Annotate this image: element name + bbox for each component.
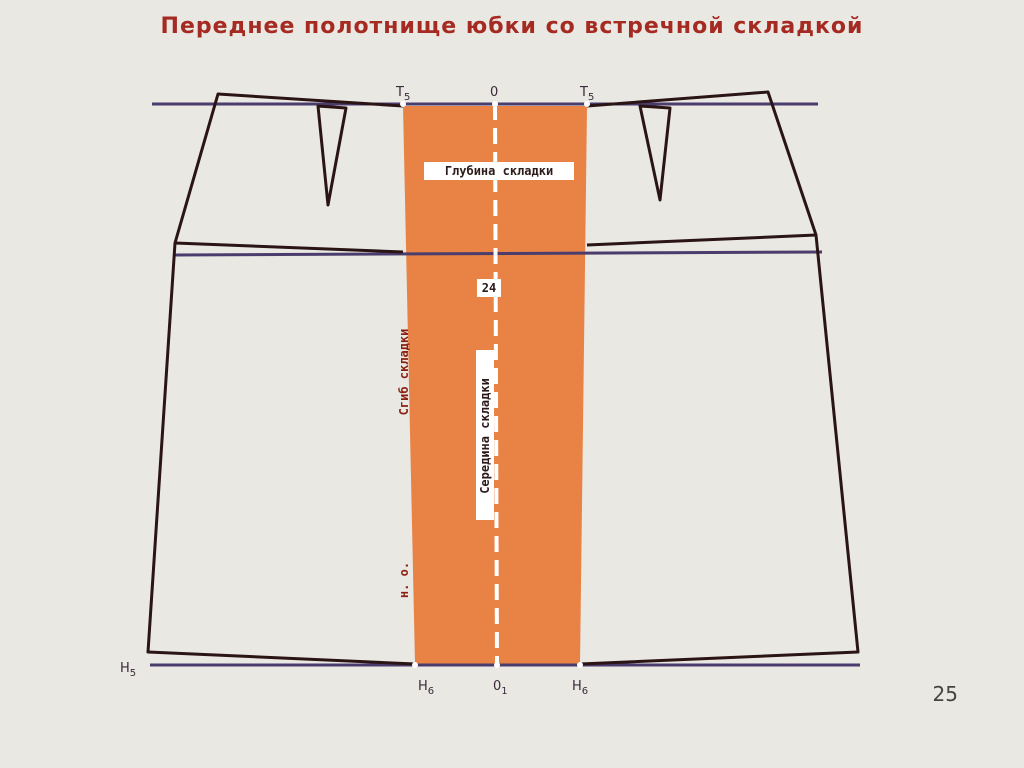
label-t5-left: Т5 [395, 85, 410, 103]
label-o1: 01 [493, 679, 508, 697]
label-measure: 24 [482, 281, 496, 295]
label-o: 0 [490, 85, 498, 100]
point-o [492, 101, 498, 107]
point-t5-left [400, 101, 406, 107]
point-t5-right [584, 101, 590, 107]
point-h6-right [577, 662, 583, 668]
left-panel-outline [146, 92, 416, 666]
point-o1 [494, 662, 500, 668]
right-hip-curve [586, 233, 817, 247]
middle-label-bg [476, 350, 494, 520]
depth-label-bg [424, 162, 574, 180]
measure-label-bg [477, 279, 501, 297]
label-grain: н. о. [397, 562, 411, 598]
label-pleat-middle: Середина складки [478, 378, 492, 494]
right-dart [638, 104, 672, 202]
label-h5: Н5 [120, 661, 136, 679]
page-number: 25 [932, 682, 958, 706]
pleat-area [403, 106, 587, 664]
label-fold-line: Сгиб складки [397, 329, 411, 416]
label-h6-right: Н6 [572, 679, 588, 697]
slide-title: Переднее полотнище юбки со встречной скл… [160, 14, 864, 39]
point-h6-left [412, 662, 418, 668]
label-h6-left: Н6 [418, 679, 434, 697]
left-hip-curve [174, 241, 404, 254]
left-dart [316, 104, 348, 207]
label-t5-right: Т5 [579, 85, 594, 103]
right-panel-outline [579, 90, 860, 666]
label-pleat-depth: Глубина складки [445, 164, 553, 178]
center-dashed-line [493, 103, 499, 666]
hip-line [174, 250, 823, 257]
